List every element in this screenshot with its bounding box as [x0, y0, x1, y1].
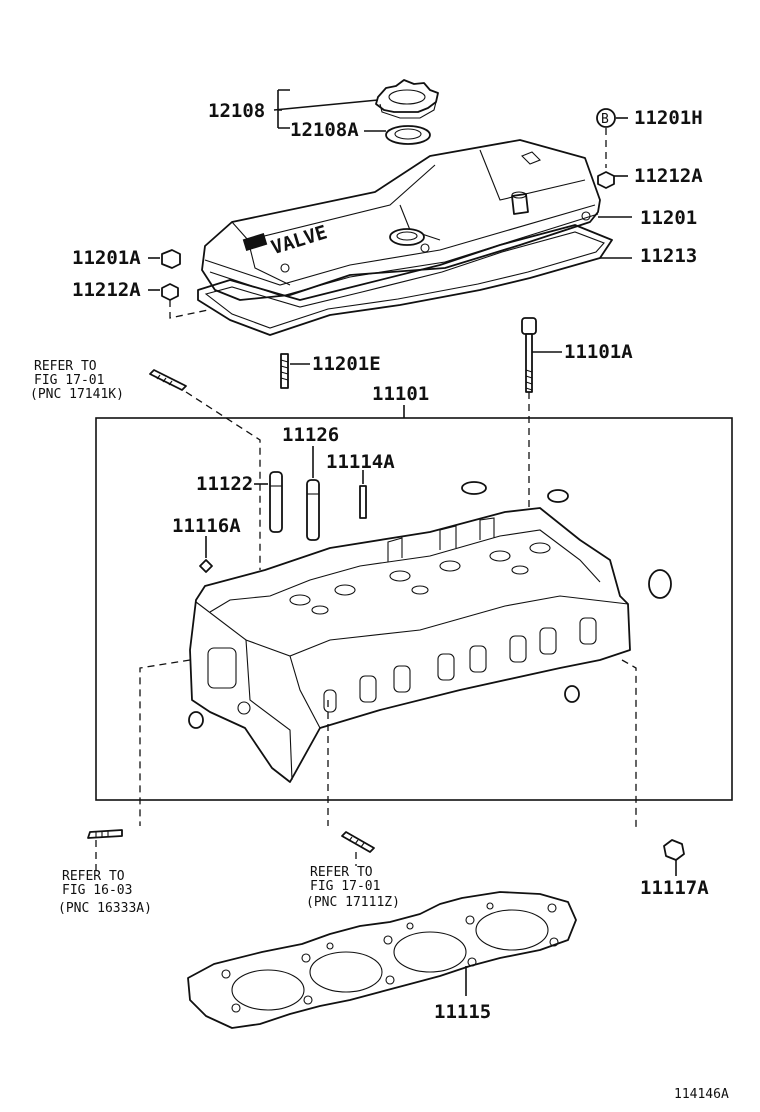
label-11201E: 11201E [312, 353, 381, 375]
label-11122: 11122 [196, 473, 253, 495]
label-12108: 12108 [208, 100, 265, 122]
cover-nut-left [161, 283, 179, 301]
cover-nut-right [597, 171, 615, 189]
diagram-id: 114146A [674, 1087, 729, 1102]
valve-guide-11126 [306, 479, 320, 541]
label-11201H: 11201H [634, 107, 703, 129]
stud-11201e [280, 353, 289, 389]
label-11212A-right: 11212A [634, 165, 703, 187]
plug-11116a [199, 559, 213, 573]
reference-2-line2: FIG 16-03 [62, 883, 132, 898]
label-11201A: 11201A [72, 247, 141, 269]
reference-1-line1: REFER TO [34, 359, 97, 374]
reference-stud-2 [87, 829, 123, 839]
label-12108A: 12108A [290, 119, 359, 141]
label-11117A: 11117A [640, 877, 709, 899]
cover-logo-badge [242, 233, 268, 251]
label-11101: 11101 [372, 383, 429, 405]
cylinder-head [188, 507, 631, 783]
reference-2-line1: REFER TO [62, 869, 125, 884]
label-11115: 11115 [434, 1001, 491, 1023]
oil-filler-cap [375, 79, 439, 119]
reference-stud-3 [341, 831, 375, 853]
reference-3-line2: FIG 17-01 [310, 879, 380, 894]
seal-ring-1 [461, 481, 487, 495]
reference-1-line2: FIG 17-01 [34, 373, 104, 388]
cover-grommet-left [161, 249, 181, 269]
marker-b [596, 108, 616, 128]
label-11116A: 11116A [172, 515, 241, 537]
valve-guide-11122 [269, 471, 283, 533]
marker-b-letter: B [601, 112, 609, 127]
label-11101A: 11101A [564, 341, 633, 363]
label-11213: 11213 [640, 245, 697, 267]
oil-filler-cap-gasket [385, 125, 431, 145]
cylinder-head-cover: VALVE [201, 139, 601, 301]
plug-11117a [663, 839, 685, 861]
cylinder-head-gasket [187, 891, 577, 1029]
expansion-plug [648, 569, 672, 599]
label-11126: 11126 [282, 424, 339, 446]
label-11212A-left: 11212A [72, 279, 141, 301]
pin-11114a [359, 485, 367, 519]
reference-3-line3: (PNC 17111Z) [306, 895, 400, 910]
reference-2-line3: (PNC 16333A) [58, 901, 152, 916]
reference-1-line3: (PNC 17141K) [30, 387, 124, 402]
label-11114A: 11114A [326, 451, 395, 473]
label-11201: 11201 [640, 207, 697, 229]
seal-ring-2 [547, 489, 569, 503]
reference-3-line1: REFER TO [310, 865, 373, 880]
cylinder-head-subassembly-frame [95, 417, 733, 801]
head-bolt-11101a [521, 317, 537, 393]
reference-stud-1 [149, 369, 187, 391]
